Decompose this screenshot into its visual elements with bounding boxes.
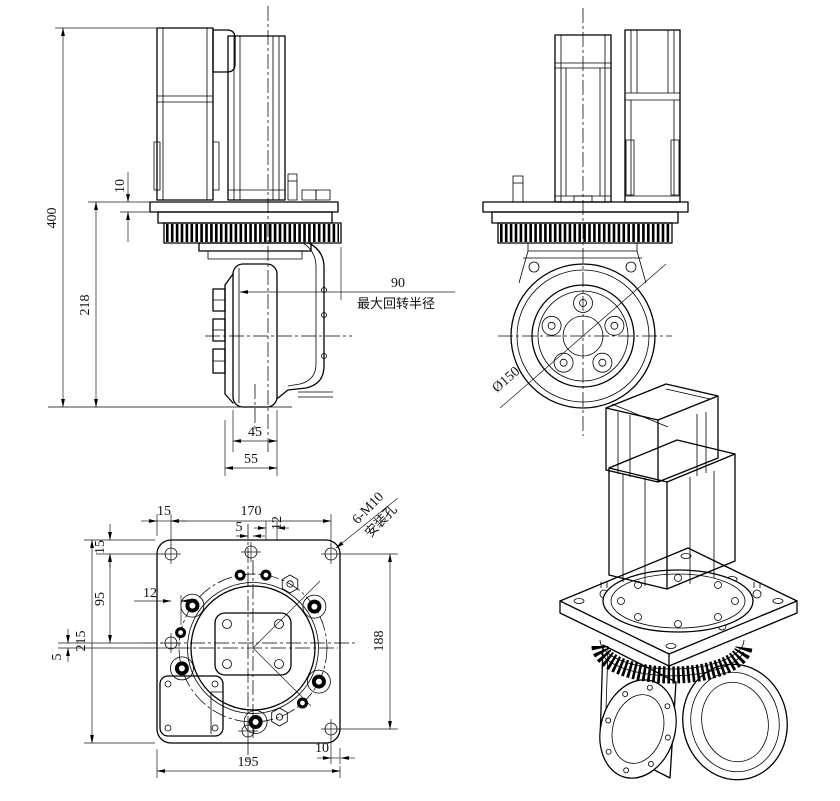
turn-radius-label: 最大回转半径 <box>357 296 435 311</box>
iso-tire <box>682 663 788 781</box>
side-gear-ring <box>497 222 673 244</box>
dim-12-top: 12 <box>270 516 285 530</box>
iso-motor <box>605 383 719 483</box>
front-hub-connectors <box>212 288 226 374</box>
dim-plate-thickness: 10 <box>113 172 150 242</box>
dim-400: 400 <box>45 208 60 229</box>
front-steering-column <box>227 35 286 201</box>
dim-5-left: 5 <box>50 654 65 661</box>
dim-15-top: 15 <box>157 504 171 519</box>
dim-bottom-row: 10 195 <box>156 737 355 778</box>
dim-wheel-width: 55 <box>224 420 278 476</box>
corner-cutout <box>159 675 224 737</box>
dim-90: 90 <box>391 276 405 291</box>
dim-195: 195 <box>238 755 259 770</box>
iso-fork <box>599 644 677 779</box>
dim-total-height: 400 <box>45 27 157 408</box>
dim-mount-height: 218 <box>78 201 150 408</box>
hex-nuts <box>271 574 299 727</box>
front-motor-left <box>153 27 220 201</box>
dim-10-bottom: 10 <box>315 741 329 756</box>
dim-215: 215 <box>74 631 89 652</box>
bore-bolts <box>174 569 326 729</box>
dim-5-top: 5 <box>236 520 243 535</box>
iso-steering-column <box>608 439 736 590</box>
dim-218: 218 <box>78 295 93 316</box>
front-fork-arm <box>277 242 333 399</box>
dim-hub-width: 45 <box>232 410 278 476</box>
front-corner-block <box>212 29 236 73</box>
side-wheel <box>510 263 656 409</box>
side-bearing-housing <box>518 243 647 284</box>
dim-15-left: 15 <box>93 540 108 554</box>
dim-95: 95 <box>93 592 108 606</box>
center-bore <box>169 569 331 734</box>
iso-gear-ring <box>591 639 753 684</box>
isometric-view <box>559 383 798 781</box>
front-view: 400 218 10 90 最大回转半径 45 55 <box>45 6 455 476</box>
wheel-bolts <box>541 293 625 373</box>
plan-view: 15 170 5 12 215 15 95 12 5 188 <box>50 490 400 778</box>
dim-turn-radius: 90 最大回转半径 <box>239 247 455 311</box>
dim-12-left: 12 <box>143 586 157 601</box>
iso-motor-mount <box>602 569 754 633</box>
dim-170: 170 <box>241 504 262 519</box>
dim-right-column: 188 <box>338 553 398 730</box>
iso-wheel-flange <box>599 679 677 779</box>
front-swivel-bracket <box>198 242 312 260</box>
side-view: Ø150 <box>482 8 689 436</box>
dim-45: 45 <box>248 425 262 440</box>
dim-55: 55 <box>244 452 258 467</box>
front-plate-studs <box>287 173 331 201</box>
mounting-plate-outline <box>156 539 341 744</box>
dim-top-row: 15 170 5 12 <box>141 504 332 546</box>
gearbox-window <box>214 612 292 676</box>
mounting-holes <box>161 542 341 741</box>
dim-188: 188 <box>372 631 387 652</box>
dim-10: 10 <box>113 179 128 193</box>
dim-left-column: 215 15 95 12 5 <box>50 524 195 744</box>
